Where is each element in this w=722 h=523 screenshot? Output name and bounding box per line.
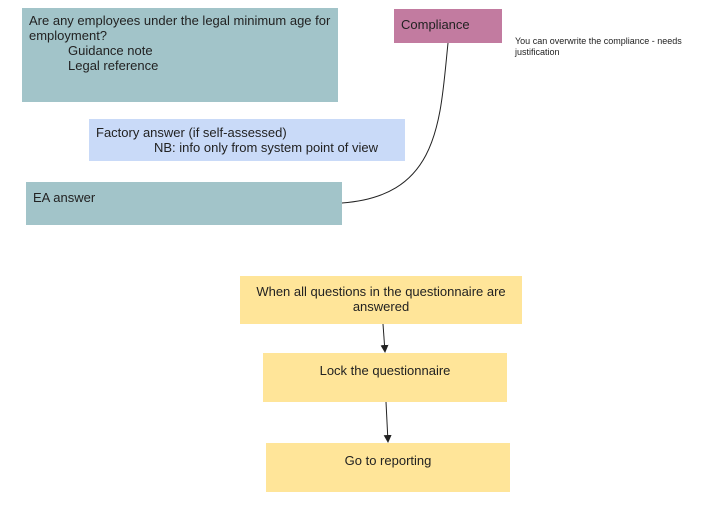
arrow-answered-to-lock	[380, 323, 389, 353]
guidance-note-text: Guidance note	[68, 43, 153, 58]
legal-reference-text: Legal reference	[68, 58, 159, 73]
question-text: Are any employees under the legal minimu…	[29, 13, 331, 43]
flow-step-label: Go to reporting	[344, 453, 432, 468]
arrow-lock-to-reporting	[383, 401, 392, 443]
flow-step-all-answered: When all questions in the questionnaire …	[240, 276, 522, 324]
compliance-note: You can overwrite the compliance - needs…	[515, 36, 682, 57]
compliance-label: Compliance	[401, 17, 470, 32]
factory-answer-text: Factory answer (if self-assessed)	[96, 125, 287, 140]
compliance-box: Compliance	[394, 9, 502, 43]
flow-step-lock-questionnaire: Lock the questionnaire	[263, 353, 507, 402]
factory-answer-box: Factory answer (if self-assessed) NB: in…	[89, 119, 405, 161]
question-box: Are any employees under the legal minimu…	[22, 8, 338, 102]
ea-answer-box: EA answer	[26, 182, 342, 225]
ea-answer-label: EA answer	[33, 190, 96, 205]
flow-step-label: When all questions in the questionnaire …	[256, 284, 506, 314]
flow-step-go-to-reporting: Go to reporting	[266, 443, 510, 492]
factory-answer-note: NB: info only from system point of view	[154, 140, 378, 155]
flow-step-label: Lock the questionnaire	[319, 363, 451, 378]
